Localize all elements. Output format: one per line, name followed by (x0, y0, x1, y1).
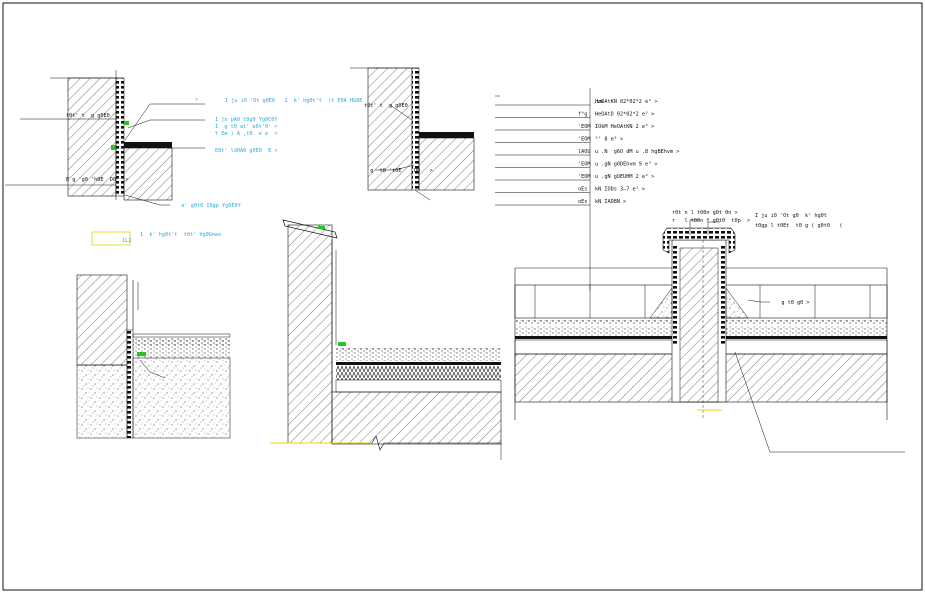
legend-code: 'EOM (578, 162, 591, 168)
cap-marker (318, 226, 325, 229)
legend-item-text: °' 8 e³ > (595, 137, 623, 143)
legend-code: 'EOM (578, 124, 591, 130)
legend-code: oEs (578, 187, 587, 193)
detail-b-wall-junction: t0t' t g g0E0 g t0 't0E D0 > (350, 67, 475, 201)
legend-item-text: HeOAtKN 02*02*2 e³ > (595, 99, 657, 105)
detail-d-parapet (270, 219, 502, 460)
membrane-marker (338, 342, 346, 346)
note-text: 1 k' hg0t't t0t' hg0Gneo (140, 232, 221, 238)
left-label: E g 'g0 'h0E D0 > (66, 177, 128, 183)
note-tag: 1L2 (122, 238, 131, 244)
legend-item-text: u .gN gOEUHM 2 e³ > (595, 174, 654, 180)
detail-b-label: g t0 't0E D0 > (364, 168, 433, 174)
callout-text: I g t0 at' e0t'0' > (215, 124, 277, 130)
detail-a-wall-junction: I ju i0 'Ot g0E0 1 k' hg0t't )t E0A HG8E… (5, 70, 362, 246)
membrane-marker (124, 121, 129, 125)
detail-e-roof-upstand: r0t n l t00n g0t 0n > I ju i0 'Ot g0 k' … (514, 210, 905, 453)
callout-text: I ju i0 'Ot g0E0 1 k' hg0t't )t E0A HG8E (225, 98, 362, 104)
note-tag-box (91, 231, 131, 246)
legend-item-text: IOkM HeOAtKN 2 e³ > (595, 124, 654, 130)
legend-code: f°g (578, 112, 587, 118)
legend-item-text: kN IADBN > (595, 199, 626, 205)
legend-code: oEs (578, 199, 587, 205)
detail-e-label: t0gp l t0Et t0 g ( g0t0 ( (755, 223, 842, 229)
legend-item-text: kN IODs 3–7 e³ > (595, 187, 645, 193)
detail-e-label: r0t n l t00n g0t 0n > (672, 210, 738, 216)
legend-code: 'EOM (578, 174, 591, 180)
callout-text: I ]n pA0 t0g0 Yg0C0Y (215, 117, 278, 123)
legend-item-text: u .gN g0DEhvm 9 e³ > (595, 162, 657, 168)
detail-e-label: I ju i0 'Ot g0 k' hg0t (755, 213, 827, 219)
detail-e-label: g t0 g0 > (772, 300, 809, 306)
legend-code: ,vm (578, 99, 603, 105)
legend-item-text: u .N g6O dM u .8 hgBEhvm > (595, 149, 679, 155)
legend-code: 'EOM (578, 137, 591, 143)
left-label: t0t' t g g0E0 (66, 113, 110, 119)
cyan-mark: × (195, 97, 198, 103)
callout-text: E0t' ld0A0 g0E0 E > (215, 148, 277, 154)
legend-code: lAOU (578, 149, 591, 155)
detail-e-label: r l t00n f g0t0 t0p > (672, 218, 750, 224)
membrane-marker (137, 352, 146, 356)
membrane-marker (111, 145, 116, 150)
callout-text: Y Em ) A ,t0 e e > (215, 131, 277, 137)
callout-text: e' g0t0 I0gp Yg0E0Y (172, 203, 242, 209)
detail-b-label: t0t' t g g0E0 (364, 103, 408, 109)
detail-c-floor-junction (76, 274, 231, 439)
legend-item-text: HeOAtD 02*02*2 e³ > (595, 112, 654, 118)
